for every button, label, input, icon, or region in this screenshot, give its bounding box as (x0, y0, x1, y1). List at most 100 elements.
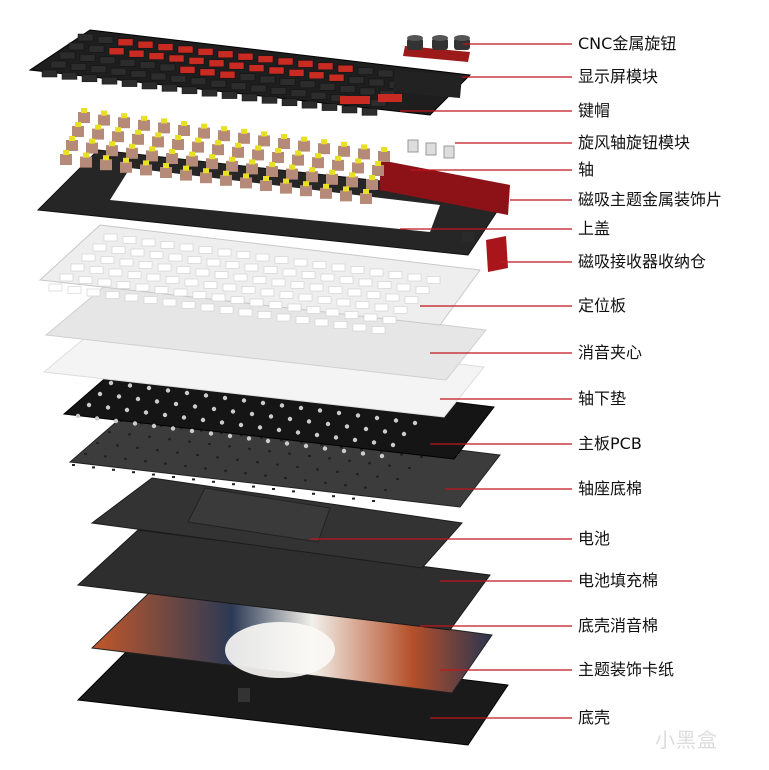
switch (78, 112, 90, 123)
plate-cutout (143, 296, 158, 304)
base-foam-hole (388, 464, 391, 467)
switch (272, 152, 284, 163)
plate-cutout (306, 306, 321, 314)
base-foam-hole (192, 478, 195, 481)
plate-cutout (385, 293, 400, 302)
keycap (377, 69, 394, 78)
switch (160, 167, 172, 178)
plate-cutout (233, 273, 248, 282)
switch (258, 135, 270, 147)
plate-cutout (298, 293, 313, 302)
plate-cutout (135, 283, 150, 292)
switch-stem (309, 167, 315, 173)
plate-cutout (162, 298, 177, 307)
plate-cutout (195, 268, 210, 277)
switch-stem (315, 153, 321, 159)
plate-cutout (244, 263, 259, 272)
base-foam-hole (212, 480, 215, 483)
pcb-socket (257, 425, 263, 430)
keycap (170, 75, 187, 83)
plate-cutout (59, 273, 74, 282)
pcb-socket (184, 390, 190, 396)
plate-cutout (282, 268, 297, 277)
switch (332, 159, 344, 171)
pcb-socket (127, 383, 133, 388)
switch-stem (349, 172, 355, 178)
plate-cutout (181, 301, 196, 309)
base-foam-hole (296, 466, 299, 468)
keycap (59, 51, 76, 60)
plate-cutout (146, 273, 161, 282)
plate-cutout (320, 273, 335, 282)
base-foam-hole (264, 474, 267, 477)
keycap (108, 47, 125, 56)
pcb-socket (154, 399, 160, 404)
keycap (110, 67, 127, 76)
keycap (317, 62, 334, 71)
label-top-case: 上盖 (578, 219, 611, 238)
keycap (290, 89, 307, 98)
switch-stem (95, 124, 101, 130)
switch-stem (69, 136, 75, 141)
label-plate: 定位板 (578, 296, 627, 315)
base-foam-hole (256, 461, 259, 464)
pcb-socket (173, 401, 179, 407)
pcb-socket (360, 451, 366, 456)
base-foam-hole (72, 464, 75, 466)
base-foam-hole (128, 433, 131, 436)
base-foam-hole (276, 463, 279, 466)
pcb-socket (105, 405, 111, 410)
switch-stem (329, 169, 335, 175)
base-foam-hole (284, 477, 287, 479)
switch (180, 169, 192, 181)
base-foam-hole (368, 462, 371, 465)
keycap (188, 57, 205, 65)
plate-cutout (179, 243, 194, 252)
display (393, 70, 462, 98)
pcb-socket (86, 402, 92, 408)
plate-cutout (314, 318, 329, 327)
plate-cutout (377, 281, 392, 289)
keycap (70, 63, 87, 71)
base-foam-hole (168, 438, 171, 441)
switch (298, 140, 310, 152)
switch-stem (223, 170, 229, 176)
keycap (79, 54, 96, 62)
plate-cutout (369, 268, 384, 277)
pcb-socket (298, 405, 304, 411)
keycap (168, 54, 185, 63)
keycap (121, 79, 138, 87)
switch-stem (229, 156, 235, 162)
keycap (328, 73, 345, 82)
switch-stem (181, 121, 187, 126)
keycap (61, 72, 78, 80)
keycap (228, 61, 245, 70)
pcb-socket (352, 437, 358, 443)
base-foam-hole (216, 456, 219, 459)
pcb-socket (363, 426, 369, 432)
switch-stem (275, 148, 281, 153)
pcb-socket (241, 398, 247, 403)
label-battery-foam: 电池填充棉 (578, 571, 659, 590)
cnc-knob-top (407, 35, 423, 41)
switch (352, 162, 364, 174)
switch (118, 117, 130, 129)
base-foam-hole (328, 457, 331, 460)
plate-cutout (222, 283, 237, 292)
plate-cutout (407, 273, 422, 282)
metal-strip (380, 160, 510, 215)
plate-cutout (141, 238, 156, 247)
plate-cutout (426, 276, 441, 284)
plate-cutout (122, 236, 137, 244)
pcb-socket (227, 433, 233, 439)
switch (60, 154, 72, 165)
switch-stem (123, 157, 129, 163)
switch (112, 131, 124, 143)
pcb-socket (238, 422, 244, 428)
label-bottom-case: 底壳 (578, 708, 611, 727)
switch-stem (209, 154, 215, 160)
plate-cutout (339, 276, 354, 284)
switch (198, 127, 210, 139)
switch-stem (121, 113, 127, 119)
